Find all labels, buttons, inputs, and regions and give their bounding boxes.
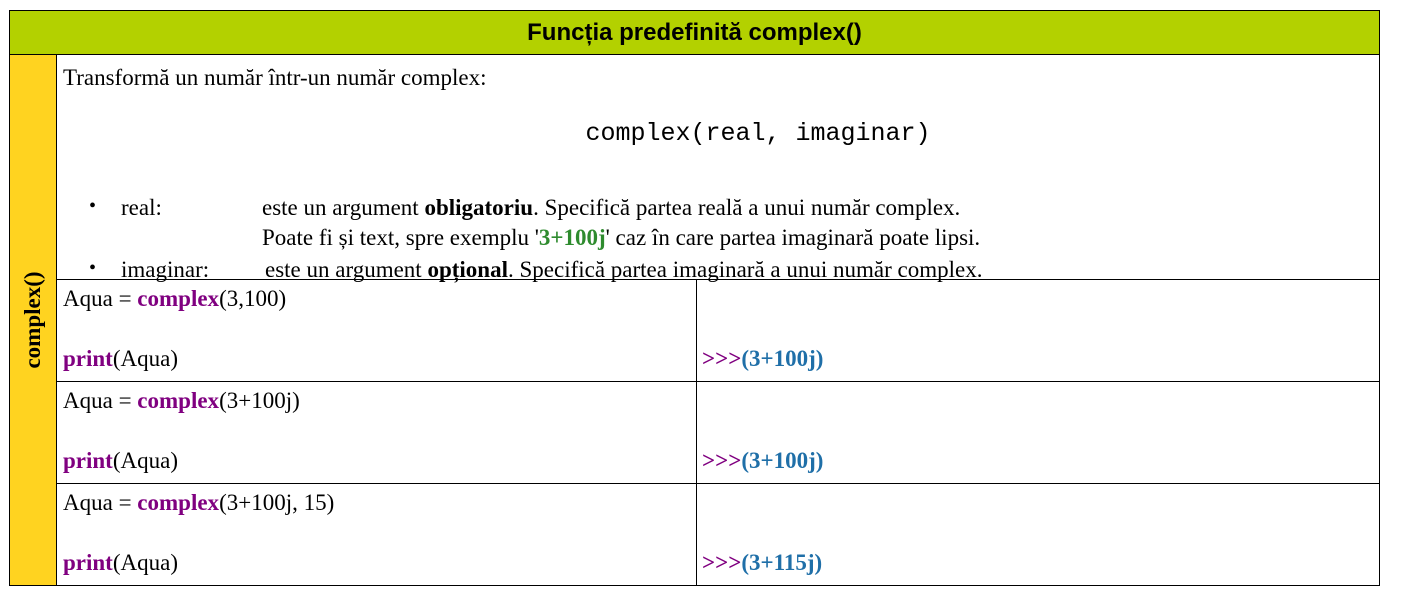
code-assignment: Aqua = complex(3,100) — [63, 286, 287, 311]
param-description: este un argument opțional. Specifică par… — [265, 257, 983, 282]
function-table: Funcția predefinită complex() complex() … — [9, 10, 1380, 586]
column-divider — [696, 382, 697, 483]
example-row: Aqua = complex(3,100) print(Aqua) >>>(3+… — [57, 280, 1379, 382]
bullet-icon: • — [89, 195, 97, 217]
param-description: este un argument obligatoriu. Specifică … — [262, 195, 961, 220]
code-print: print(Aqua) — [63, 448, 178, 473]
param-name: imaginar: — [121, 257, 210, 282]
function-signature: complex(real, imaginar) — [585, 119, 931, 148]
output: >>>(3+100j) — [702, 346, 824, 371]
code-assignment: Aqua = complex(3+100j, 15) — [63, 490, 335, 515]
column-divider — [696, 484, 697, 586]
output: >>>(3+100j) — [702, 448, 824, 473]
param-name: real: — [121, 195, 162, 220]
table-title: Funcția predefinită complex() — [10, 11, 1379, 55]
code-print: print(Aqua) — [63, 550, 178, 575]
side-column: complex() — [10, 55, 57, 585]
bullet-icon: • — [89, 257, 97, 279]
code-assignment: Aqua = complex(3+100j) — [63, 388, 300, 413]
example-row: Aqua = complex(3+100j) print(Aqua) >>>(3… — [57, 382, 1379, 484]
column-divider — [696, 280, 697, 381]
param-note: Poate fi și text, spre exemplu '3+100j' … — [262, 225, 981, 250]
output: >>>(3+115j) — [702, 550, 823, 575]
description-intro: Transformă un număr într-un număr comple… — [63, 65, 487, 90]
description-cell: Transformă un număr într-un număr comple… — [57, 55, 1379, 282]
side-label: complex() — [20, 271, 45, 369]
example-row: Aqua = complex(3+100j, 15) print(Aqua) >… — [57, 484, 1379, 586]
code-print: print(Aqua) — [63, 346, 178, 371]
example-value: 3+100j — [538, 225, 606, 250]
